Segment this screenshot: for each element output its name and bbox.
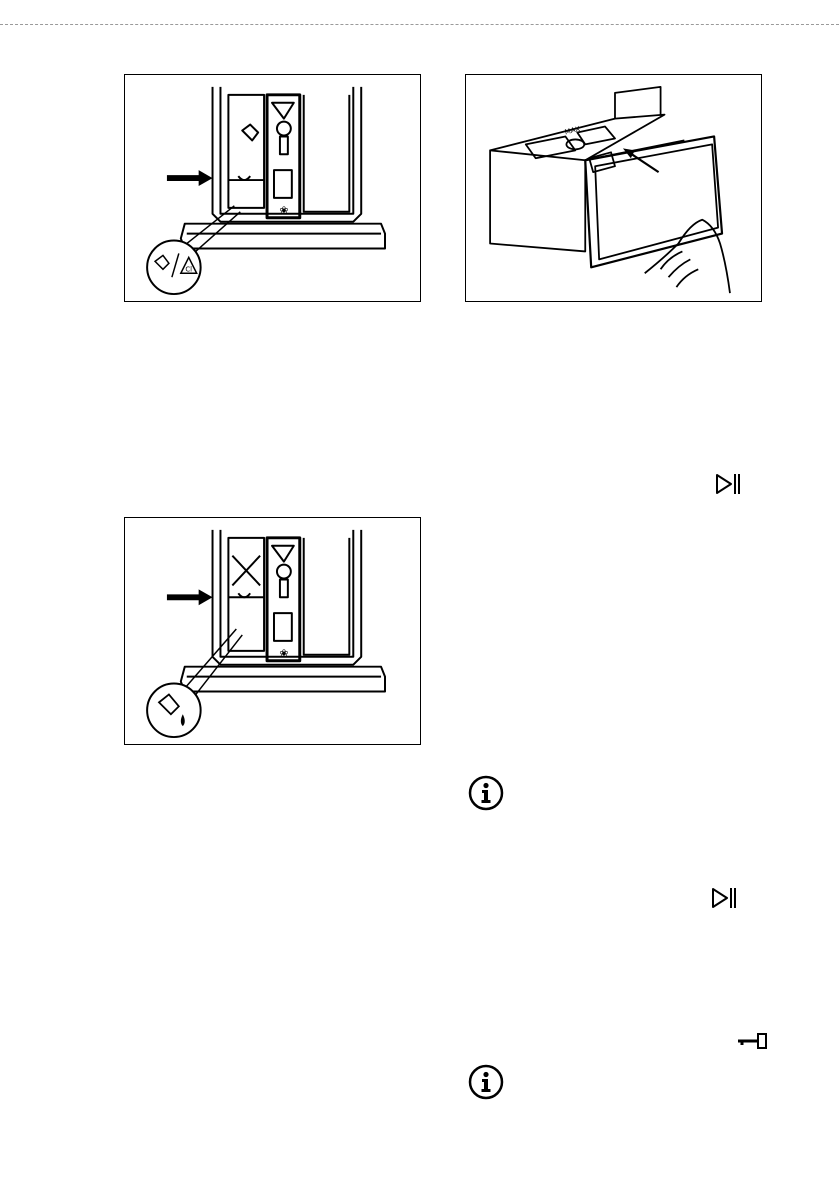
softener-flower-icon: ❀ (279, 204, 288, 217)
start-pause-icon (710, 886, 738, 910)
figure-detergent-compartment-liquid: ❀ (124, 517, 421, 745)
bleach-cl-symbol: Cl (185, 265, 192, 273)
page-top-rule (0, 24, 839, 25)
drawer-illustration-powder: ❀ Cl (125, 75, 420, 301)
info-icon (468, 1064, 504, 1100)
drawer-illustration-closing: MAX (466, 75, 761, 301)
figure-detergent-compartment-powder: ❀ Cl (124, 74, 421, 302)
drawer-illustration-liquid: ❀ (125, 518, 420, 744)
figure-dispenser-drawer-closing: MAX (465, 74, 762, 302)
child-lock-key-icon (736, 1031, 768, 1051)
info-icon (468, 775, 504, 811)
start-pause-icon (714, 472, 742, 496)
softener-flower-icon: ❀ (279, 647, 288, 660)
